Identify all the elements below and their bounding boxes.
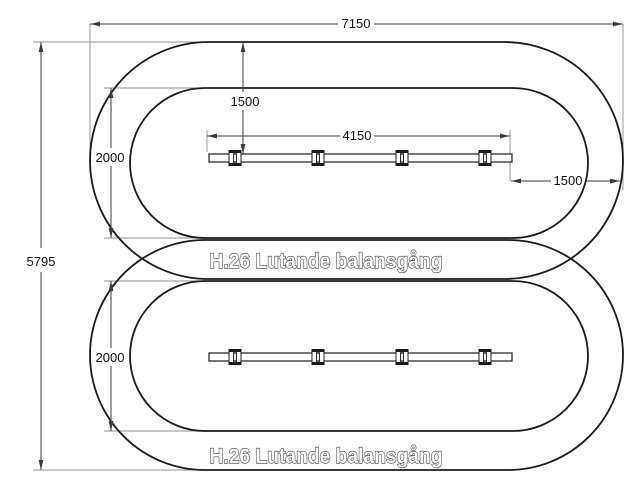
dim-zone-height-upper: 2000: [96, 88, 125, 238]
dim-text-overall-height: 5795: [27, 254, 56, 269]
extension-lines: [33, 24, 624, 471]
balance-beam-lower: [209, 349, 512, 365]
inner-oval-upper: [129, 87, 589, 239]
outer-oval-lower: [89, 239, 624, 471]
dim-beam-length: 4150: [207, 128, 510, 143]
dim-text-beam-to-right: 1500: [554, 173, 583, 188]
dim-beam-to-right: 1500: [511, 173, 620, 188]
dim-overall-width: 7150: [90, 16, 623, 31]
equipment-label-lower: H.26 Lutande balansgång: [210, 445, 443, 468]
dim-text-beam-to-top: 1500: [231, 94, 260, 109]
dim-text-overall-width: 7150: [342, 16, 371, 31]
dim-text-beam-length: 4150: [343, 128, 372, 143]
dim-beam-to-top: 1500: [231, 42, 260, 154]
dim-overall-height: 5795: [27, 42, 56, 470]
dim-zone-height-lower: 2000: [96, 281, 125, 431]
dim-text-zone-height-lower: 2000: [96, 350, 125, 365]
dim-text-zone-height-upper: 2000: [96, 150, 125, 165]
balance-beam-upper: [209, 150, 512, 166]
equipment-label-upper: H.26 Lutande balansgång: [210, 250, 443, 273]
inner-oval-lower: [129, 280, 589, 432]
outer-oval-upper: [89, 41, 624, 280]
